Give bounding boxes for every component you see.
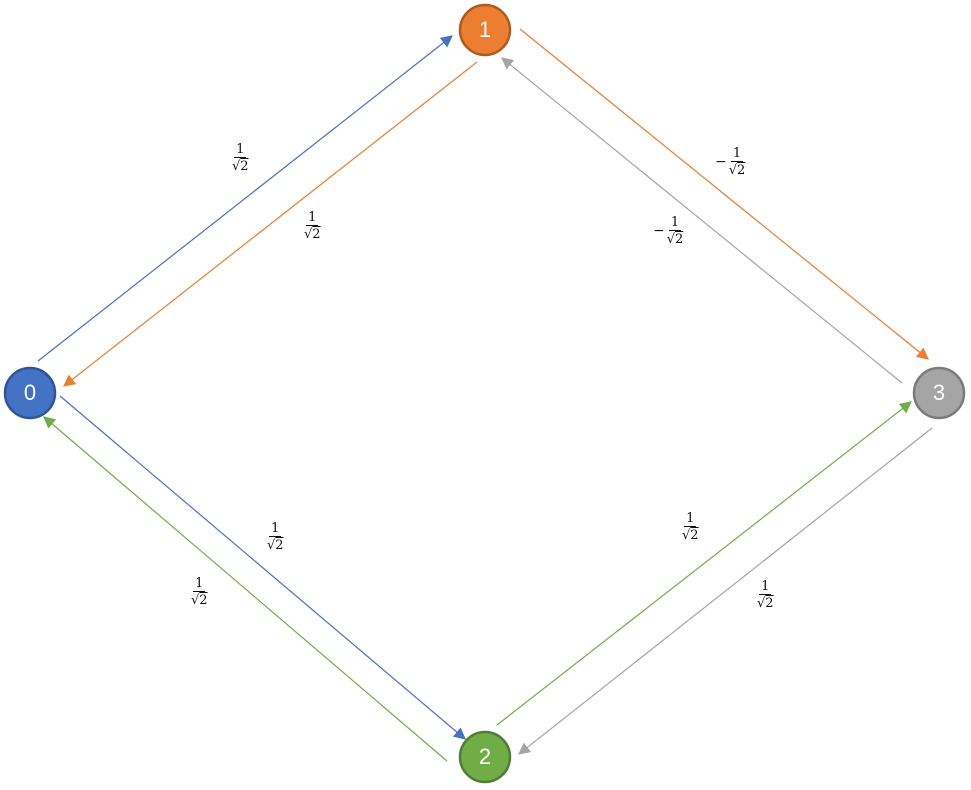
edge-label-denominator: 2: [275, 538, 284, 553]
edge-label-2-to-0: 1√2: [189, 577, 208, 607]
radical-sign: √: [232, 159, 241, 174]
radical-sign: √: [304, 227, 313, 242]
edge-label-numerator: 1: [759, 579, 772, 595]
edge-label-denominator: 2: [690, 528, 699, 543]
edge-label-2-to-3: 1√2: [680, 512, 699, 542]
node-label: 0: [24, 380, 36, 405]
edge-label-numerator: 1: [730, 146, 744, 162]
edge-3-to-1: [501, 57, 903, 384]
edge-label-denominator: 2: [199, 593, 208, 608]
node-3: 3: [912, 366, 966, 420]
edge-label-sign: −: [715, 154, 727, 170]
node-circle: [3, 366, 57, 420]
node-1: 1: [458, 3, 512, 57]
edges-layer: [37, 28, 933, 762]
node-0: 0: [3, 366, 57, 420]
edge-label-numerator: 1: [234, 142, 247, 158]
radical-sign: √: [191, 593, 200, 608]
edge-label-3-to-2: 1√2: [755, 580, 774, 610]
edge-label-sign: −: [653, 223, 665, 239]
radical-sign: √: [728, 163, 738, 178]
edge-3-to-2: [518, 427, 933, 755]
radical-sign: √: [666, 232, 676, 247]
edge-label-3-to-1: − 1√2: [653, 216, 683, 246]
edge-label-denominator: 2: [312, 227, 321, 242]
edge-label-numerator: 1: [668, 215, 682, 231]
edge-1-to-0: [63, 61, 478, 387]
node-circle: [912, 366, 966, 420]
node-2: 2: [458, 730, 512, 784]
radical-sign: √: [757, 596, 766, 611]
edge-label-numerator: 1: [193, 576, 206, 592]
node-label: 2: [479, 744, 491, 769]
edge-label-numerator: 1: [684, 511, 697, 527]
edge-2-to-0: [43, 416, 448, 762]
node-circle: [458, 730, 512, 784]
node-label: 3: [933, 380, 945, 405]
edge-label-denominator: 2: [737, 163, 746, 178]
edge-2-to-3: [496, 401, 912, 726]
edge-1-to-3: [519, 28, 929, 360]
radical-sign: √: [682, 528, 691, 543]
edge-label-denominator: 2: [675, 232, 684, 247]
radical-sign: √: [267, 538, 276, 553]
node-circle: [458, 3, 512, 57]
node-label: 1: [479, 17, 491, 42]
edge-label-1-to-3: − 1√2: [715, 147, 745, 177]
edge-0-to-2: [59, 395, 466, 740]
edge-label-numerator: 1: [306, 210, 319, 226]
edge-0-to-1: [37, 35, 453, 362]
edge-label-numerator: 1: [269, 521, 282, 537]
edge-label-0-to-2: 1√2: [265, 522, 284, 552]
edge-label-0-to-1: 1√2: [230, 143, 249, 173]
edge-label-denominator: 2: [765, 596, 774, 611]
edge-label-denominator: 2: [240, 159, 249, 174]
edge-label-1-to-0: 1√2: [302, 211, 321, 241]
